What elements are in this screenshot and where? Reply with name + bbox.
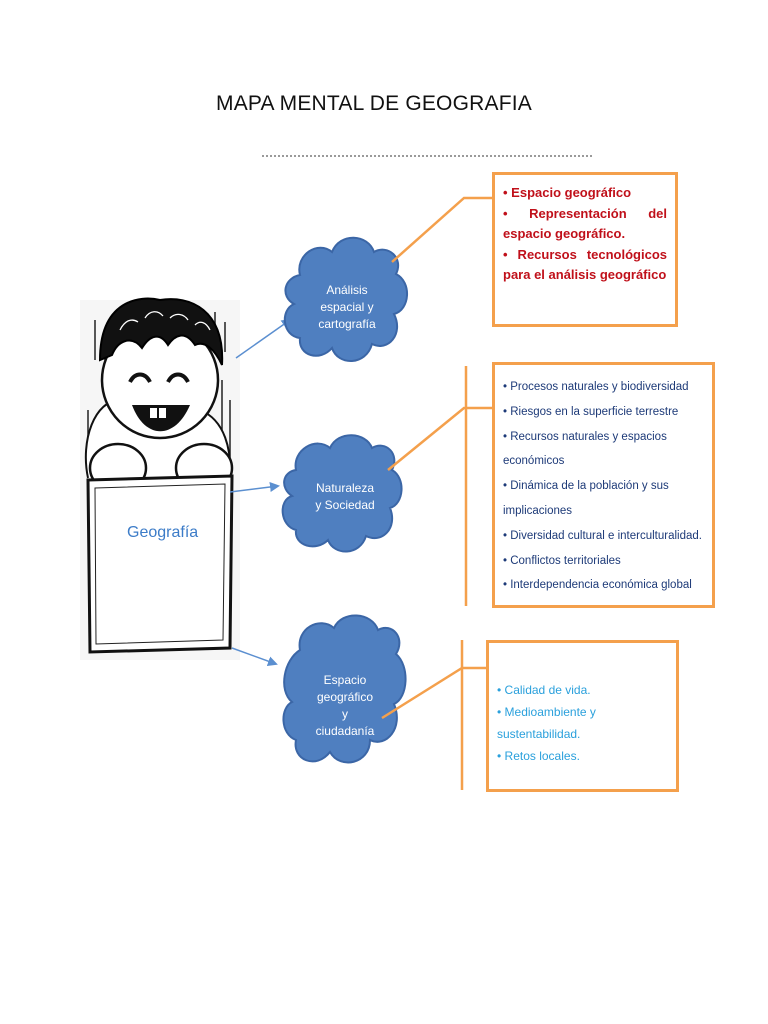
faint-divider (262, 155, 592, 160)
node-3-label-line: ciudadanía (315, 724, 375, 738)
box-2-item: • Procesos naturales y biodiversidad (503, 381, 689, 393)
cloud-node-1 (284, 236, 408, 362)
node-1-label: Análisis espacial y cartografía (292, 268, 402, 346)
topic-box-1: • Espacio geográfico • Representación de… (492, 172, 678, 327)
node-1-label-line: Análisis (326, 282, 368, 297)
node-2-label-line: y Sociedad (315, 498, 375, 512)
topic-box-3: • Calidad de vida. • Medioambiente y sus… (486, 640, 679, 792)
connector-2 (387, 406, 492, 471)
center-label: Geografía (127, 524, 199, 541)
node-3-label-line: geográfico (316, 690, 374, 704)
page-title: MAPA MENTAL DE GEOGRAFIA (216, 92, 532, 115)
node-2-label-line: Naturaleza (315, 481, 375, 495)
topic-box-2: • Procesos naturales y biodiversidad • R… (492, 362, 715, 608)
connector-1 (391, 196, 492, 263)
box-1-item: • Recursos tecnológicos para el análisis… (503, 247, 667, 282)
box-3-item: • Medioambiente y sustentabilidad. (497, 705, 596, 741)
box-2-item: • Interdependencia económica global (503, 579, 692, 592)
node-3-label-line: Espacio (323, 673, 367, 687)
arrow-to-node-1 (235, 318, 292, 359)
arrow-to-node-3 (231, 647, 278, 666)
box-2-item: • Riesgos en la superficie terrestre (503, 405, 679, 418)
node-2-label: Naturaleza y Sociedad (292, 466, 398, 528)
node-3-label: Espacio geográfico y ciudadanía (292, 652, 398, 760)
box-1-item: • Representación del espacio geográfico. (503, 206, 667, 241)
node-3-label-line: y (342, 707, 348, 721)
node-1-label-line: cartografía (318, 316, 376, 331)
box-2-item: • Dinámica de la población y sus implica… (503, 480, 669, 517)
box-2-item: • Recursos naturales y espacios económic… (503, 430, 667, 468)
box-3-item: • Calidad de vida. (497, 683, 591, 697)
cloud-node-2 (281, 434, 403, 553)
box-1-item: • Espacio geográfico (503, 185, 632, 200)
node-1-label-line: espacial y (320, 299, 374, 314)
child-with-sign-illustration (80, 297, 240, 660)
arrow-to-node-2 (229, 482, 280, 493)
cloud-node-3 (282, 614, 407, 764)
box-2-item: • Diversidad cultural e interculturalida… (503, 529, 702, 542)
box-2-item: • Conflictos territoriales (503, 554, 621, 567)
box-3-item: • Retos locales. (497, 749, 580, 763)
